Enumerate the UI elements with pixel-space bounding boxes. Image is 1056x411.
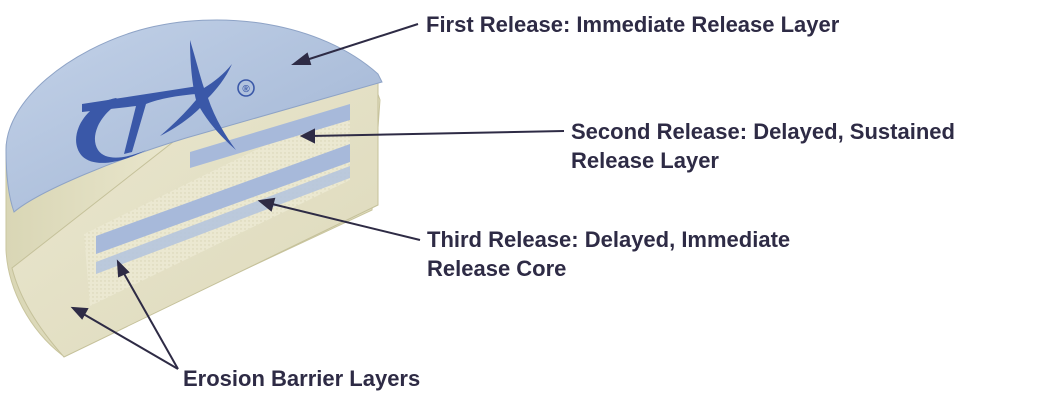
label-erosion-barrier: Erosion Barrier Layers xyxy=(183,364,420,393)
registered-mark-ring xyxy=(237,79,255,97)
logo-x-letter xyxy=(160,40,236,150)
label-first-release: First Release: Immediate Release Layer xyxy=(426,10,839,39)
label-second-release: Second Release: Delayed, Sustained Relea… xyxy=(571,117,955,175)
arrow-erosion-barrier-2 xyxy=(121,269,179,370)
lower-barrier-band xyxy=(96,166,350,274)
arrow-third-release xyxy=(267,202,421,241)
label-third-release-line-1: Third Release: Delayed, Immediate xyxy=(427,227,791,252)
registered-mark: ® xyxy=(242,84,250,95)
arrow-first-release xyxy=(299,23,419,63)
label-third-release: Third Release: Delayed, Immediate Releas… xyxy=(427,225,790,283)
arrowhead-erosion-barrier-1 xyxy=(70,306,89,320)
arrowhead-first-release xyxy=(291,52,312,65)
label-second-release-line-1: Second Release: Delayed, Sustained xyxy=(571,119,955,144)
arrow-erosion-barrier-1 xyxy=(79,311,179,370)
logo-t-letter xyxy=(82,86,198,154)
second-release-band xyxy=(190,104,350,168)
tablet-top-face xyxy=(5,19,383,213)
label-first-release-line-1: First Release: Immediate Release Layer xyxy=(426,12,840,37)
label-erosion-barrier-line-1: Erosion Barrier Layers xyxy=(183,366,421,391)
label-second-release-line-2: Release Layer xyxy=(571,148,719,173)
ctx-logo xyxy=(76,40,236,163)
arrowhead-erosion-barrier-2 xyxy=(116,259,130,278)
label-third-release-line-2: Release Core xyxy=(427,256,567,281)
arrowhead-third-release xyxy=(257,197,276,212)
third-release-band xyxy=(96,144,350,254)
arrow-second-release xyxy=(309,130,565,137)
logo-c-letter xyxy=(76,98,146,163)
arrowhead-second-release xyxy=(299,128,315,144)
